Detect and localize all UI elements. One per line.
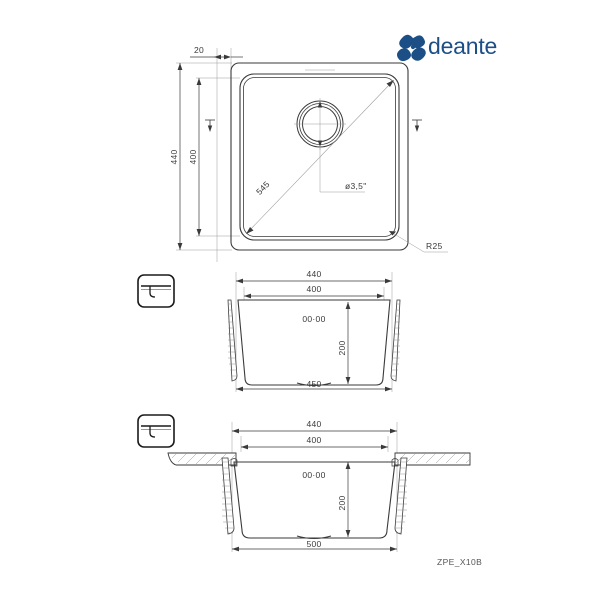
dim-label-200-section: 200 [337, 495, 347, 510]
undermount-install-icon [137, 274, 175, 308]
dim-section-bottom-width: 500 [232, 539, 397, 552]
dim-section-depth: 200 [337, 462, 351, 537]
deante-logo-mark [397, 34, 426, 62]
dim-label-545: 545 [254, 179, 272, 197]
dim-top-inner-height: 400 [188, 78, 202, 236]
dim-label-400-top: 400 [188, 149, 198, 164]
dim-label-200-front: 200 [337, 340, 347, 355]
dim-label-440-front: 440 [306, 269, 321, 279]
dim-front-depth: 200 [337, 302, 351, 384]
dim-section-outer-width: 440 [232, 419, 397, 434]
product-code: ZPE_X10B [437, 557, 482, 567]
dim-label-450: 450 [306, 379, 321, 389]
dim-front-outer-width: 440 [236, 269, 392, 284]
overflow-symbol-front: 00·00 [302, 314, 325, 324]
section-view: 440 400 [137, 414, 471, 552]
brand-wordmark: deante [428, 33, 497, 59]
dim-top-outer-height: 440 [169, 63, 183, 250]
sink-bowl-offset [243, 77, 396, 237]
countertop-right [394, 452, 471, 466]
sink-body-front [237, 299, 391, 386]
dim-label-500: 500 [306, 539, 321, 549]
bottom-drain-section [296, 535, 332, 539]
overflow-symbol-section: 00·00 [302, 470, 325, 480]
drain-outlet [294, 98, 346, 150]
bottom-drain-front [296, 382, 332, 386]
leader-corner-radius: R25 [389, 231, 448, 253]
dim-label-440-top: 440 [169, 149, 179, 164]
wall-hatch-right-section [391, 457, 408, 535]
leader-drain-diameter: ø3,5" [319, 145, 367, 193]
dim-front-inner-width: 400 [244, 284, 384, 299]
top-view: 20 440 400 [169, 45, 448, 262]
dim-section-inner-width: 400 [241, 435, 388, 450]
sink-inner-bowl [239, 73, 400, 241]
corner-fillets [239, 73, 400, 241]
dim-top-edge-offset: 20 [190, 45, 243, 60]
dim-front-bottom-width: 450 [236, 379, 392, 392]
sink-body-section [233, 461, 396, 539]
dim-label-400-section: 400 [306, 435, 321, 445]
dim-label-r25: R25 [426, 241, 443, 251]
wall-hatch-right-front [390, 299, 401, 382]
dim-label-drain-diameter: ø3,5" [345, 181, 367, 191]
sink-outer-rim [230, 62, 409, 251]
undermount-install-icon-2 [137, 414, 175, 448]
wall-hatch-left-front [227, 299, 238, 382]
front-view: 440 400 [137, 269, 401, 392]
dim-label-440-section: 440 [306, 419, 321, 429]
dim-label-20: 20 [194, 45, 204, 55]
dim-label-400-front: 400 [306, 284, 321, 294]
wall-hatch-left-section [221, 457, 238, 535]
